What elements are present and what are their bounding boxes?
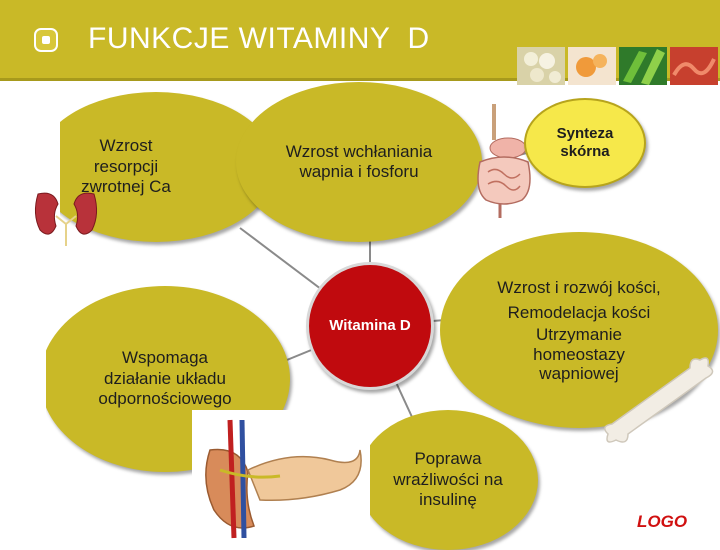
thumbnail-tissue-icon [670,47,718,85]
page-title: FUNKCJE WITAMINY D [88,22,430,55]
bullet-icon [34,28,58,52]
calcium-homeostasis-text: Utrzymanie homeostazy wapniowej [533,325,625,384]
skin-synthesis-text: Synteza skórna [556,125,614,160]
left-margin-lower [0,286,46,476]
kidney-icon [34,192,98,246]
bone-remodeling-text: Remodelacja kości [507,302,651,322]
renal-reabsorption-text: Wzrost resorpcji zwrotnej Ca [81,136,171,197]
skin-synthesis-bubble: Synteza skórna [524,98,646,188]
vitamin-d-center: Witamina D [306,262,434,390]
title-bar-divider [0,78,720,81]
bone-growth-text: Wzrost i rozwój kości, [497,278,661,298]
insulin-bubble: Poprawa wrażliwości na insulinę [358,410,538,550]
logo: LOGO [637,512,688,531]
pancreas-icon [192,410,370,540]
intestine-icon [477,104,531,218]
thumbnail-green-icon [619,47,667,85]
vitamin-d-label: Witamina D [329,317,411,334]
immune-bubble: Wspomaga działanie układu odpornościoweg… [40,286,290,472]
absorption-text: Wzrost wchłaniania wapnia i fosforu [285,141,433,181]
absorption-bubble: Wzrost wchłaniania wapnia i fosforu [236,82,482,242]
thumbnail-cells-icon [517,47,565,85]
bone-icon [604,357,714,443]
immune-text: Wspomaga działanie układu odpornościoweg… [98,348,232,409]
thumbnail-orange-icon [568,47,616,85]
insulin-text: Poprawa wrażliwości na insulinę [393,449,503,510]
